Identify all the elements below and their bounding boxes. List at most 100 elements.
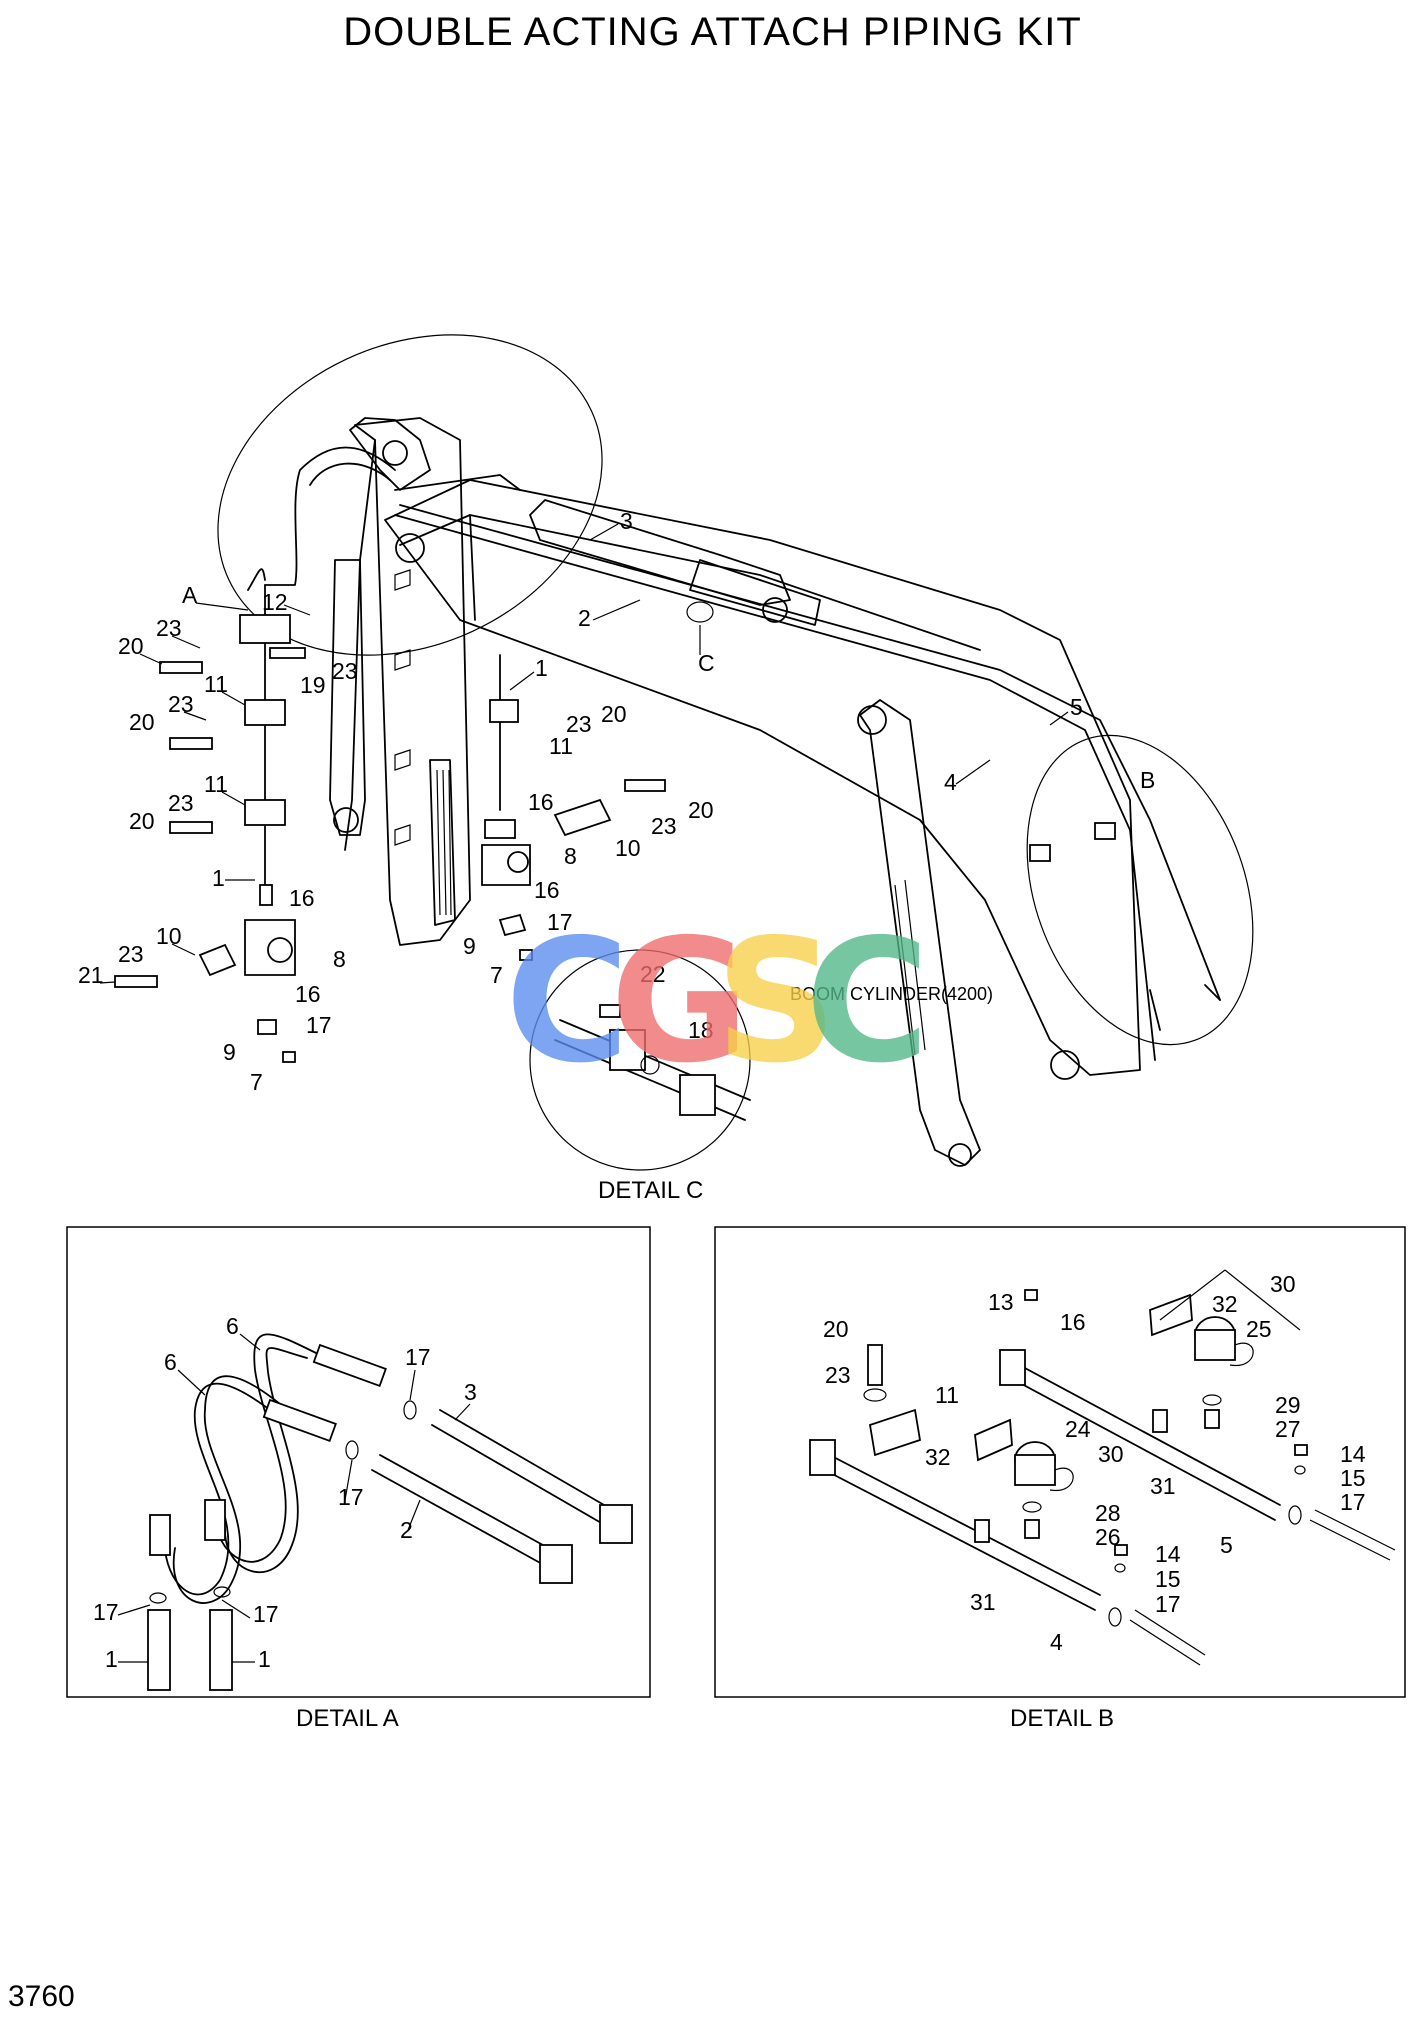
detail-a-caption: DETAIL A bbox=[296, 1705, 399, 1732]
callout-17: 17 bbox=[1340, 1489, 1366, 1515]
boom-assembly bbox=[329, 417, 1141, 1167]
callout-17: 17 bbox=[405, 1344, 431, 1370]
callout-1: 1 bbox=[105, 1646, 118, 1672]
callout-11: 11 bbox=[549, 733, 573, 759]
callout-4: 4 bbox=[1050, 1629, 1063, 1655]
callout-23: 23 bbox=[651, 813, 677, 839]
callout-19: 19 bbox=[300, 672, 326, 698]
callout-24: 24 bbox=[1065, 1416, 1091, 1442]
callout-32: 32 bbox=[925, 1444, 951, 1470]
callout-26: 26 bbox=[1095, 1524, 1121, 1550]
callout-29: 29 bbox=[1275, 1392, 1301, 1418]
view-b-pipe-ends bbox=[1029, 822, 1221, 1031]
callout-5: 5 bbox=[1220, 1532, 1233, 1558]
callout-23: 23 bbox=[566, 711, 592, 737]
callout-11: 11 bbox=[935, 1382, 959, 1408]
callout-1: 1 bbox=[212, 865, 225, 891]
watermark-letter: S bbox=[715, 903, 837, 1101]
watermark-letter: G bbox=[610, 903, 750, 1101]
watermark-letter: C bbox=[505, 903, 630, 1101]
callout-16: 16 bbox=[528, 789, 554, 815]
callout-15: 15 bbox=[1155, 1566, 1181, 1592]
detail-a-drawing bbox=[147, 1333, 633, 1691]
detail-c-drawing bbox=[554, 1004, 751, 1121]
detail-a-frame bbox=[66, 1226, 651, 1698]
callout-3: 3 bbox=[464, 1379, 477, 1405]
callout-23: 23 bbox=[168, 691, 194, 717]
callout-17: 17 bbox=[1155, 1591, 1181, 1617]
callout-1: 1 bbox=[535, 655, 548, 681]
detail-c-caption: DETAIL C bbox=[598, 1177, 703, 1204]
page-number: 3760 bbox=[8, 1980, 75, 2013]
callout-1: 1 bbox=[258, 1646, 271, 1672]
callout-14: 14 bbox=[1340, 1441, 1366, 1467]
middle-valve-assembly bbox=[481, 699, 666, 961]
view-a-circle bbox=[217, 334, 603, 656]
callout-14: 14 bbox=[1155, 1541, 1181, 1567]
callout-4: 4 bbox=[944, 769, 957, 795]
callout-20: 20 bbox=[129, 808, 155, 834]
callout-31: 31 bbox=[970, 1589, 996, 1615]
callout-20: 20 bbox=[118, 633, 144, 659]
callout-27: 27 bbox=[1275, 1416, 1301, 1442]
callout-18: 18 bbox=[688, 1017, 714, 1043]
callout-6: 6 bbox=[164, 1349, 177, 1375]
callout-2: 2 bbox=[400, 1517, 413, 1543]
view-b-circle bbox=[1026, 734, 1254, 1046]
callout-6: 6 bbox=[226, 1313, 239, 1339]
watermark: C G S C bbox=[505, 903, 930, 1101]
callout-28: 28 bbox=[1095, 1500, 1121, 1526]
callout-9: 9 bbox=[223, 1039, 236, 1065]
callout-17: 17 bbox=[306, 1012, 332, 1038]
callout-11: 11 bbox=[204, 771, 228, 797]
callout-17: 17 bbox=[547, 909, 573, 935]
callout-7: 7 bbox=[490, 962, 503, 988]
callout-3: 3 bbox=[620, 508, 633, 534]
callout-7: 7 bbox=[250, 1069, 263, 1095]
callout-11: 11 bbox=[204, 671, 228, 697]
callout-13: 13 bbox=[988, 1289, 1014, 1315]
callout-31: 31 bbox=[1150, 1473, 1176, 1499]
leader-lines bbox=[99, 523, 1069, 1663]
callout-view-c: C bbox=[698, 650, 715, 676]
callout-17: 17 bbox=[253, 1601, 279, 1627]
callout-25: 25 bbox=[1246, 1316, 1272, 1342]
callout-view-a: A bbox=[182, 582, 198, 608]
callout-30: 30 bbox=[1270, 1271, 1296, 1297]
callout-16: 16 bbox=[289, 885, 315, 911]
view-c-marker bbox=[686, 601, 714, 623]
left-valve-assembly bbox=[114, 614, 306, 1063]
callout-17: 17 bbox=[93, 1599, 119, 1625]
callout-23: 23 bbox=[168, 790, 194, 816]
callout-20: 20 bbox=[601, 701, 627, 727]
callout-12: 12 bbox=[262, 589, 288, 615]
callout-10: 10 bbox=[156, 923, 182, 949]
detail-b-drawing bbox=[809, 1269, 1396, 1666]
page-title: DOUBLE ACTING ATTACH PIPING KIT bbox=[343, 10, 1082, 54]
boom-cylinder-note: BOOM CYLINDER(4200) bbox=[790, 984, 993, 1004]
callout-16: 16 bbox=[1060, 1309, 1086, 1335]
callout-8: 8 bbox=[333, 946, 346, 972]
callout-32: 32 bbox=[1212, 1291, 1238, 1317]
callout-20: 20 bbox=[688, 797, 714, 823]
callout-2: 2 bbox=[578, 605, 591, 631]
callout-5: 5 bbox=[1070, 694, 1083, 720]
callout-17: 17 bbox=[338, 1484, 364, 1510]
callout-22: 22 bbox=[640, 961, 666, 987]
callout-20: 20 bbox=[129, 709, 155, 735]
detail-b-caption: DETAIL B bbox=[1010, 1705, 1114, 1732]
callout-23: 23 bbox=[825, 1362, 851, 1388]
callout-16: 16 bbox=[534, 877, 560, 903]
callout-21: 21 bbox=[78, 962, 104, 988]
detail-b-frame bbox=[714, 1226, 1406, 1698]
callout-23: 23 bbox=[156, 615, 182, 641]
callout-15: 15 bbox=[1340, 1465, 1366, 1491]
callout-30: 30 bbox=[1098, 1441, 1124, 1467]
watermark-letter: C bbox=[805, 903, 930, 1101]
callout-23: 23 bbox=[118, 941, 144, 967]
callout-23: 23 bbox=[332, 658, 358, 684]
callout-labels: A 12 23 20 23 11 19 23 20 11 23 20 1 16 … bbox=[78, 508, 1366, 1732]
callout-16: 16 bbox=[295, 981, 321, 1007]
callout-20: 20 bbox=[823, 1316, 849, 1342]
